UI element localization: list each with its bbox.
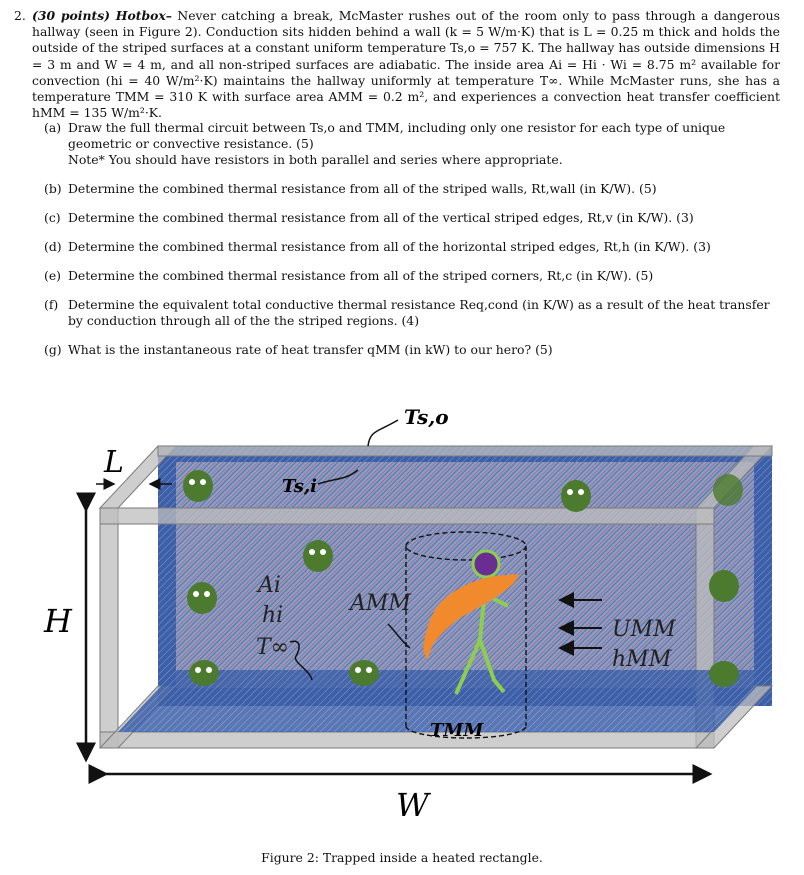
tsi-leader: [317, 469, 359, 485]
part-label: (f): [44, 297, 59, 312]
label-H: H: [43, 602, 73, 640]
outer-frame: [98, 445, 774, 749]
creature-icon: [189, 660, 219, 686]
part-b: (b) Determine the combined thermal resis…: [44, 181, 780, 197]
problem-intro: (30 points) Hotbox– Never catching a bre…: [32, 8, 780, 121]
part-text: Determine the combined thermal resistanc…: [68, 268, 654, 283]
problem-intro-text: Never catching a break, McMaster rushes …: [32, 8, 780, 121]
part-g: (g) What is the instantaneous rate of he…: [44, 342, 780, 358]
figure-caption: Figure 2: Trapped inside a heated rectan…: [261, 850, 543, 865]
flow-arrows: [558, 592, 602, 656]
problem-statement: 2. (30 points) Hotbox– Never catching a …: [14, 8, 780, 121]
creature-icon: [561, 480, 591, 512]
label-W: W: [396, 786, 432, 824]
problem-points: (30 points): [32, 8, 111, 23]
label-hi: hi: [262, 603, 283, 628]
problem-number: 2.: [14, 8, 26, 23]
part-e: (e) Determine the combined thermal resis…: [44, 268, 780, 284]
label-hmm: hMM: [612, 647, 672, 672]
part-d: (d) Determine the combined thermal resis…: [44, 239, 780, 255]
creature-icon: [349, 660, 379, 686]
control-cylinder: [405, 531, 527, 739]
label-tso: Ts,o: [404, 405, 449, 429]
label-L: L: [103, 445, 124, 480]
creature-icon: [183, 470, 213, 502]
part-label: (d): [44, 239, 62, 254]
part-f: (f) Determine the equivalent total condu…: [44, 297, 780, 329]
label-tinf: T∞: [256, 635, 289, 660]
label-umm: UMM: [612, 617, 676, 642]
part-label: (b): [44, 181, 62, 196]
part-text: Determine the combined thermal resistanc…: [68, 239, 711, 254]
question-parts: (a) Draw the full thermal circuit betwee…: [44, 120, 780, 371]
hero-figure: [423, 549, 519, 695]
problem-title: Hotbox–: [115, 8, 172, 23]
part-label: (c): [44, 210, 61, 225]
hallway-figure: Ts,o Ts,i L H W Ai hi T∞ AMM UMM hMM TMM: [43, 405, 774, 824]
creature-icon: [709, 570, 739, 602]
creature-icon: [709, 661, 739, 687]
label-amm: AMM: [348, 591, 411, 616]
part-label: (a): [44, 120, 62, 135]
tinf-leader: [289, 640, 313, 681]
creature-icon: [303, 540, 333, 572]
part-text: Determine the combined thermal resistanc…: [68, 210, 694, 225]
part-text: What is the instantaneous rate of heat t…: [68, 342, 553, 357]
amm-leader: [387, 623, 411, 649]
part-text: Determine the combined thermal resistanc…: [68, 181, 657, 196]
part-a-note: Note* You should have resistors in both …: [68, 152, 563, 167]
tso-leader: [367, 419, 399, 447]
part-label: (g): [44, 342, 62, 357]
floor-edge: [118, 670, 772, 732]
part-a-text: Draw the full thermal circuit between Ts…: [68, 120, 726, 151]
part-text: Determine the equivalent total conductiv…: [68, 297, 770, 328]
inner-back-wall: [176, 462, 754, 688]
part-c: (c) Determine the combined thermal resis…: [44, 210, 780, 226]
label-tmm: TMM: [430, 720, 484, 741]
part-text: Draw the full thermal circuit between Ts…: [68, 120, 780, 168]
creature-icon: [187, 582, 217, 614]
part-label: (e): [44, 268, 62, 283]
part-a: (a) Draw the full thermal circuit betwee…: [44, 120, 780, 168]
creature-icon: [713, 474, 743, 506]
label-tsi: Ts,i: [282, 476, 317, 497]
label-Ai: Ai: [256, 573, 281, 598]
